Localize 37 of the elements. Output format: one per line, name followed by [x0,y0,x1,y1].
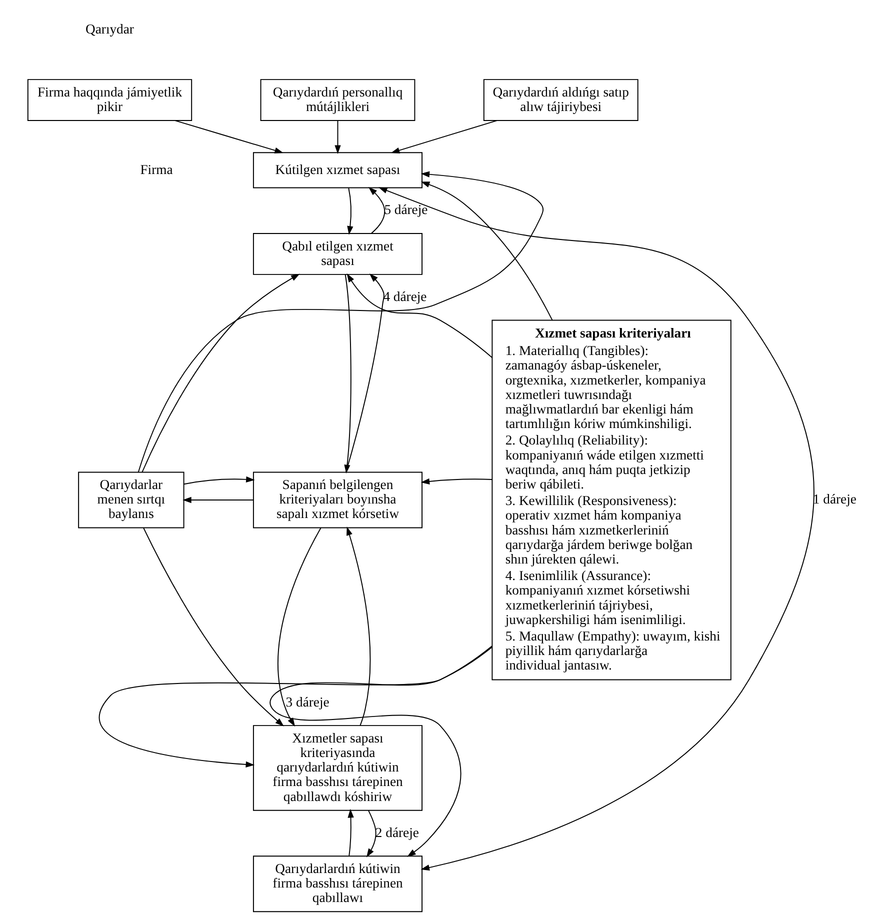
node-box: Qabıl etilgen xızmet sapası [252,233,422,275]
node-box: Kútilgen xızmet sapası [252,152,422,188]
edge-label: 3 dáreje [285,694,329,710]
node-box: Xızmetler sapası kriteriyasında qarıydarlardıń kútiwin firma basshısı tárepinen qabıllawdı kóshiriw [252,725,422,811]
label: Firma [140,162,172,177]
node-box: Firma haqqında jámiyetlik pikir [26,79,192,121]
arrow [183,476,254,485]
arrow [174,120,283,154]
arrow [346,526,370,726]
edge-label: 1 dáreje [812,492,856,507]
arrow [141,274,300,473]
node-box: Qarıydarlardıń kútiwin firma basshısı tárepinen qabıllawı [252,856,422,912]
edge-label: 4 dáreje [382,288,426,304]
label: Qarıydar [85,21,134,36]
node-box: Qarıydarlar menen sırtqı baylanıs [78,472,184,528]
arrow [368,186,385,234]
node-box: Sapanıń belgilengen kriteriyaları boyınsha sapalı xızmet kórsetiw [252,472,422,528]
arrow [366,810,376,858]
arrow [98,646,492,768]
arrow [345,274,384,472]
arrow [378,187,814,871]
arrow [390,120,497,154]
arrow [277,528,321,727]
arrow [420,478,492,484]
edge-label: 5 dáreje [384,202,428,218]
arrow [334,120,340,154]
node-box: Xızmet sapası kriteriyaları 1. Materiallıq (Tangibles): zamanagóy ásbap-úskeneler, orgtexnika, xızmetkerler, kompaniya xızmetleri tuwrısındağı mağlıwmatlardıń bar ekenligi hám tartımlılığın kóriw múmkinshiligi. 2. Qolaylılıq (Reliability): kompaniyanıń wáde etilgen xızmetti waqtında, anıq hám puqta jetkizip beriw qábileti. 3. Kewillilik (Responsiveness): operativ xızmet hám kompaniya basshısı hám xızmetkerleriniń qarıydarğa járdem beriwge bolğan shın júrekten qálewi. 4. Isenimlilik (Assurance): kompaniyanıń xızmet kórsetiwshi xızmetkerleriniń tájriybesi, juwapkershiligi hám isenimliligi. 5. Maqullaw (Empathy): uwayım, kishi piyillik hám qarıydarlarğa individual jantasıw. [491,320,731,680]
node-box: Qarıydardıń personallıq mútájlikleri [260,79,415,121]
arrow [346,188,353,235]
node-box: Qarıydardıń aldıńgı satıp alıw tájiriybesi [482,79,638,121]
arrow [182,496,254,504]
arrow [269,646,492,857]
arrow [347,808,354,856]
arrow [346,273,492,358]
arrow [142,527,284,726]
arrow [420,182,552,321]
edge-label: 2 dáreje [374,824,418,840]
